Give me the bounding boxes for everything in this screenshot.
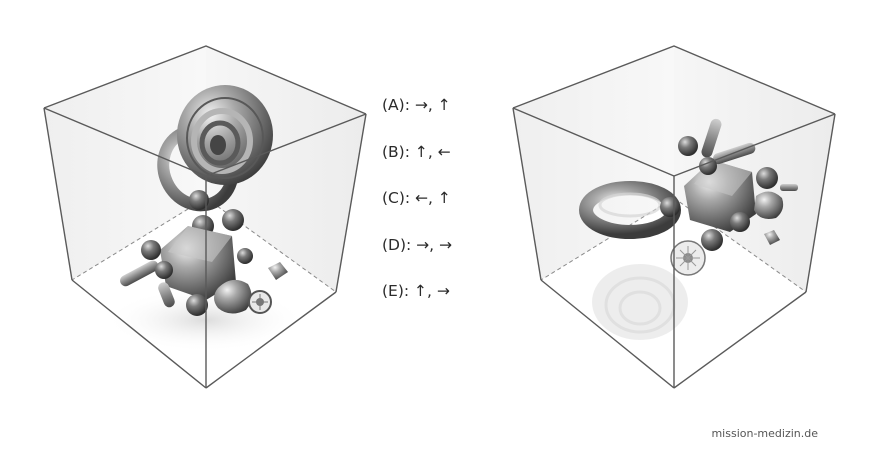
- option-e[interactable]: (E): ↑, →: [382, 282, 450, 300]
- left-cube-edges: [43, 45, 367, 389]
- left-cube: [43, 45, 367, 389]
- watermark: mission-medizin.de: [711, 427, 818, 440]
- option-b[interactable]: (B): ↑, ←: [382, 142, 451, 161]
- right-cube: [512, 45, 836, 389]
- answer-options: (A): →, ↑ (B): ↑, ← (C): ←, ↑ (D): →, → …: [382, 92, 452, 325]
- right-cube-edges: [512, 45, 836, 389]
- central-block: [160, 226, 236, 300]
- right-cube-back-left-wall: [513, 46, 674, 280]
- left-wheel: [248, 290, 272, 314]
- right-cube-back-right-wall: [674, 46, 835, 292]
- left-cube-back-left-wall: [44, 46, 206, 280]
- option-c[interactable]: (C): ←, ↑: [382, 189, 451, 207]
- option-d[interactable]: (D): →, →: [382, 235, 453, 254]
- option-a[interactable]: (A): →, ↑: [382, 96, 451, 114]
- right-wheel: [670, 240, 706, 276]
